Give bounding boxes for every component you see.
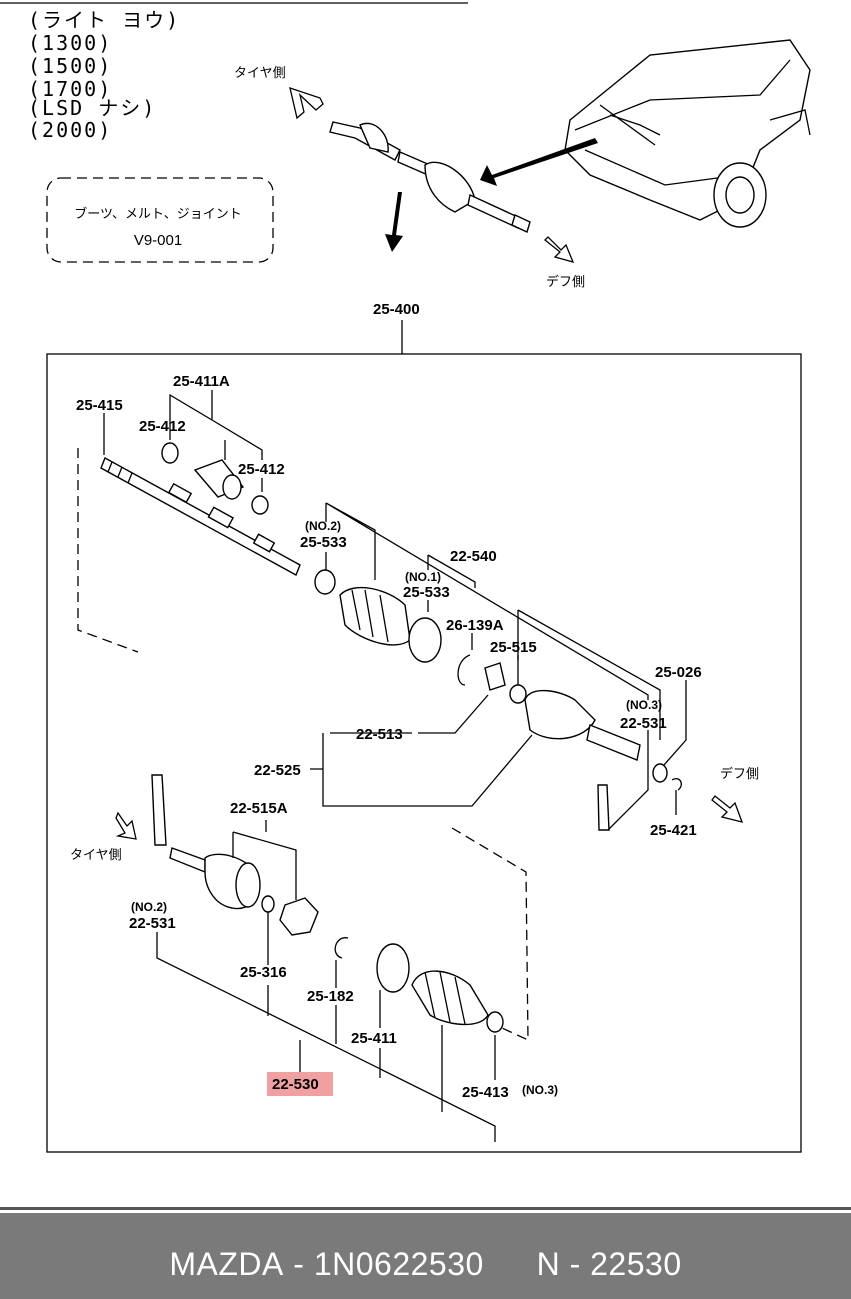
parts-diagram: (ライト ヨウ) (1300) (1500) (1700) (LSD ナシ) (… [0, 2, 811, 1153]
part-label: 25-533 [403, 584, 450, 601]
tire-side-label: タイヤ側 [70, 848, 122, 863]
assy-label: 25-400 [373, 301, 420, 318]
part-label: 22-513 [356, 726, 403, 743]
variant-line: (LSD ナシ) [28, 96, 156, 120]
part-label: 26-139A [446, 617, 504, 634]
lower-assembly [151, 774, 529, 1042]
variant-line: (2000) [28, 118, 112, 142]
variant-line: (1300) [28, 31, 112, 55]
variant-line: (1700) [28, 77, 112, 101]
upper-labels: 25-411A 25-415 25-412 25-412 (NO.2) 25-5… [76, 373, 759, 839]
part-label: 25-421 [650, 822, 697, 839]
variant-line: (1500) [28, 54, 112, 78]
part-label: 22-540 [450, 548, 497, 565]
upper-leaders [103, 390, 687, 831]
diff-side-label-top: デフ側 [546, 274, 585, 290]
part-label: 25-415 [76, 397, 123, 414]
diff-side-label: デフ側 [720, 766, 759, 782]
part-label: 22-531 [620, 715, 667, 732]
variant-list: (ライト ヨウ) (1300) (1500) (1700) (LSD ナシ) (… [28, 8, 180, 142]
part-label: (NO.2) [305, 519, 341, 533]
footer-caption: MAZDA - 1N0622530 N - 22530 [0, 1246, 851, 1283]
footer-brand: MAZDA [169, 1246, 284, 1282]
reference-box: ブーツ、メルト、ジョイント V9-001 [46, 177, 274, 263]
tire-side-label-top: タイヤ側 [234, 66, 286, 81]
part-label: 25-515 [490, 639, 537, 656]
part-label: (NO.1) [405, 570, 441, 584]
part-label: 25-316 [240, 964, 287, 981]
overview-illustration: タイヤ側 デフ側 [234, 39, 811, 290]
part-label: 22-525 [254, 762, 301, 779]
variant-line: (ライト ヨウ) [28, 8, 180, 32]
part-label: 25-411 [351, 1030, 397, 1047]
part-label: 25-413 [462, 1084, 509, 1101]
part-label: 25-182 [307, 988, 354, 1005]
part-label: 25-412 [238, 461, 285, 478]
part-label: 25-411A [173, 373, 230, 390]
reference-box-line1: ブーツ、メルト、ジョイント [74, 206, 241, 222]
footer-separator: - [293, 1246, 305, 1282]
reference-box-line2: V9-001 [134, 232, 182, 249]
part-label: 22-515A [230, 800, 288, 817]
part-label: 25-026 [655, 664, 702, 681]
footer-divider [0, 1207, 851, 1210]
footer-part-number: 1N0622530 [313, 1246, 484, 1282]
part-label: (NO.3) [522, 1083, 558, 1097]
part-label: 22-531 [129, 915, 176, 932]
lower-leaders [156, 820, 496, 1142]
part-label: (NO.2) [131, 900, 167, 914]
assembly-box: 25-400 [46, 301, 802, 1153]
part-label: 25-533 [300, 534, 347, 551]
footer-bar [0, 1213, 851, 1299]
footer-suffix: N - 22530 [536, 1246, 682, 1282]
part-label: 25-412 [139, 418, 186, 435]
part-label: (NO.3) [626, 698, 662, 712]
part-label-highlighted: 22-530 [272, 1076, 319, 1093]
highlight-box [267, 1072, 333, 1096]
upper-assembly [77, 442, 682, 831]
lower-labels: タイヤ側 22-515A (NO.2) 22-531 25-316 25-182… [70, 800, 558, 1101]
